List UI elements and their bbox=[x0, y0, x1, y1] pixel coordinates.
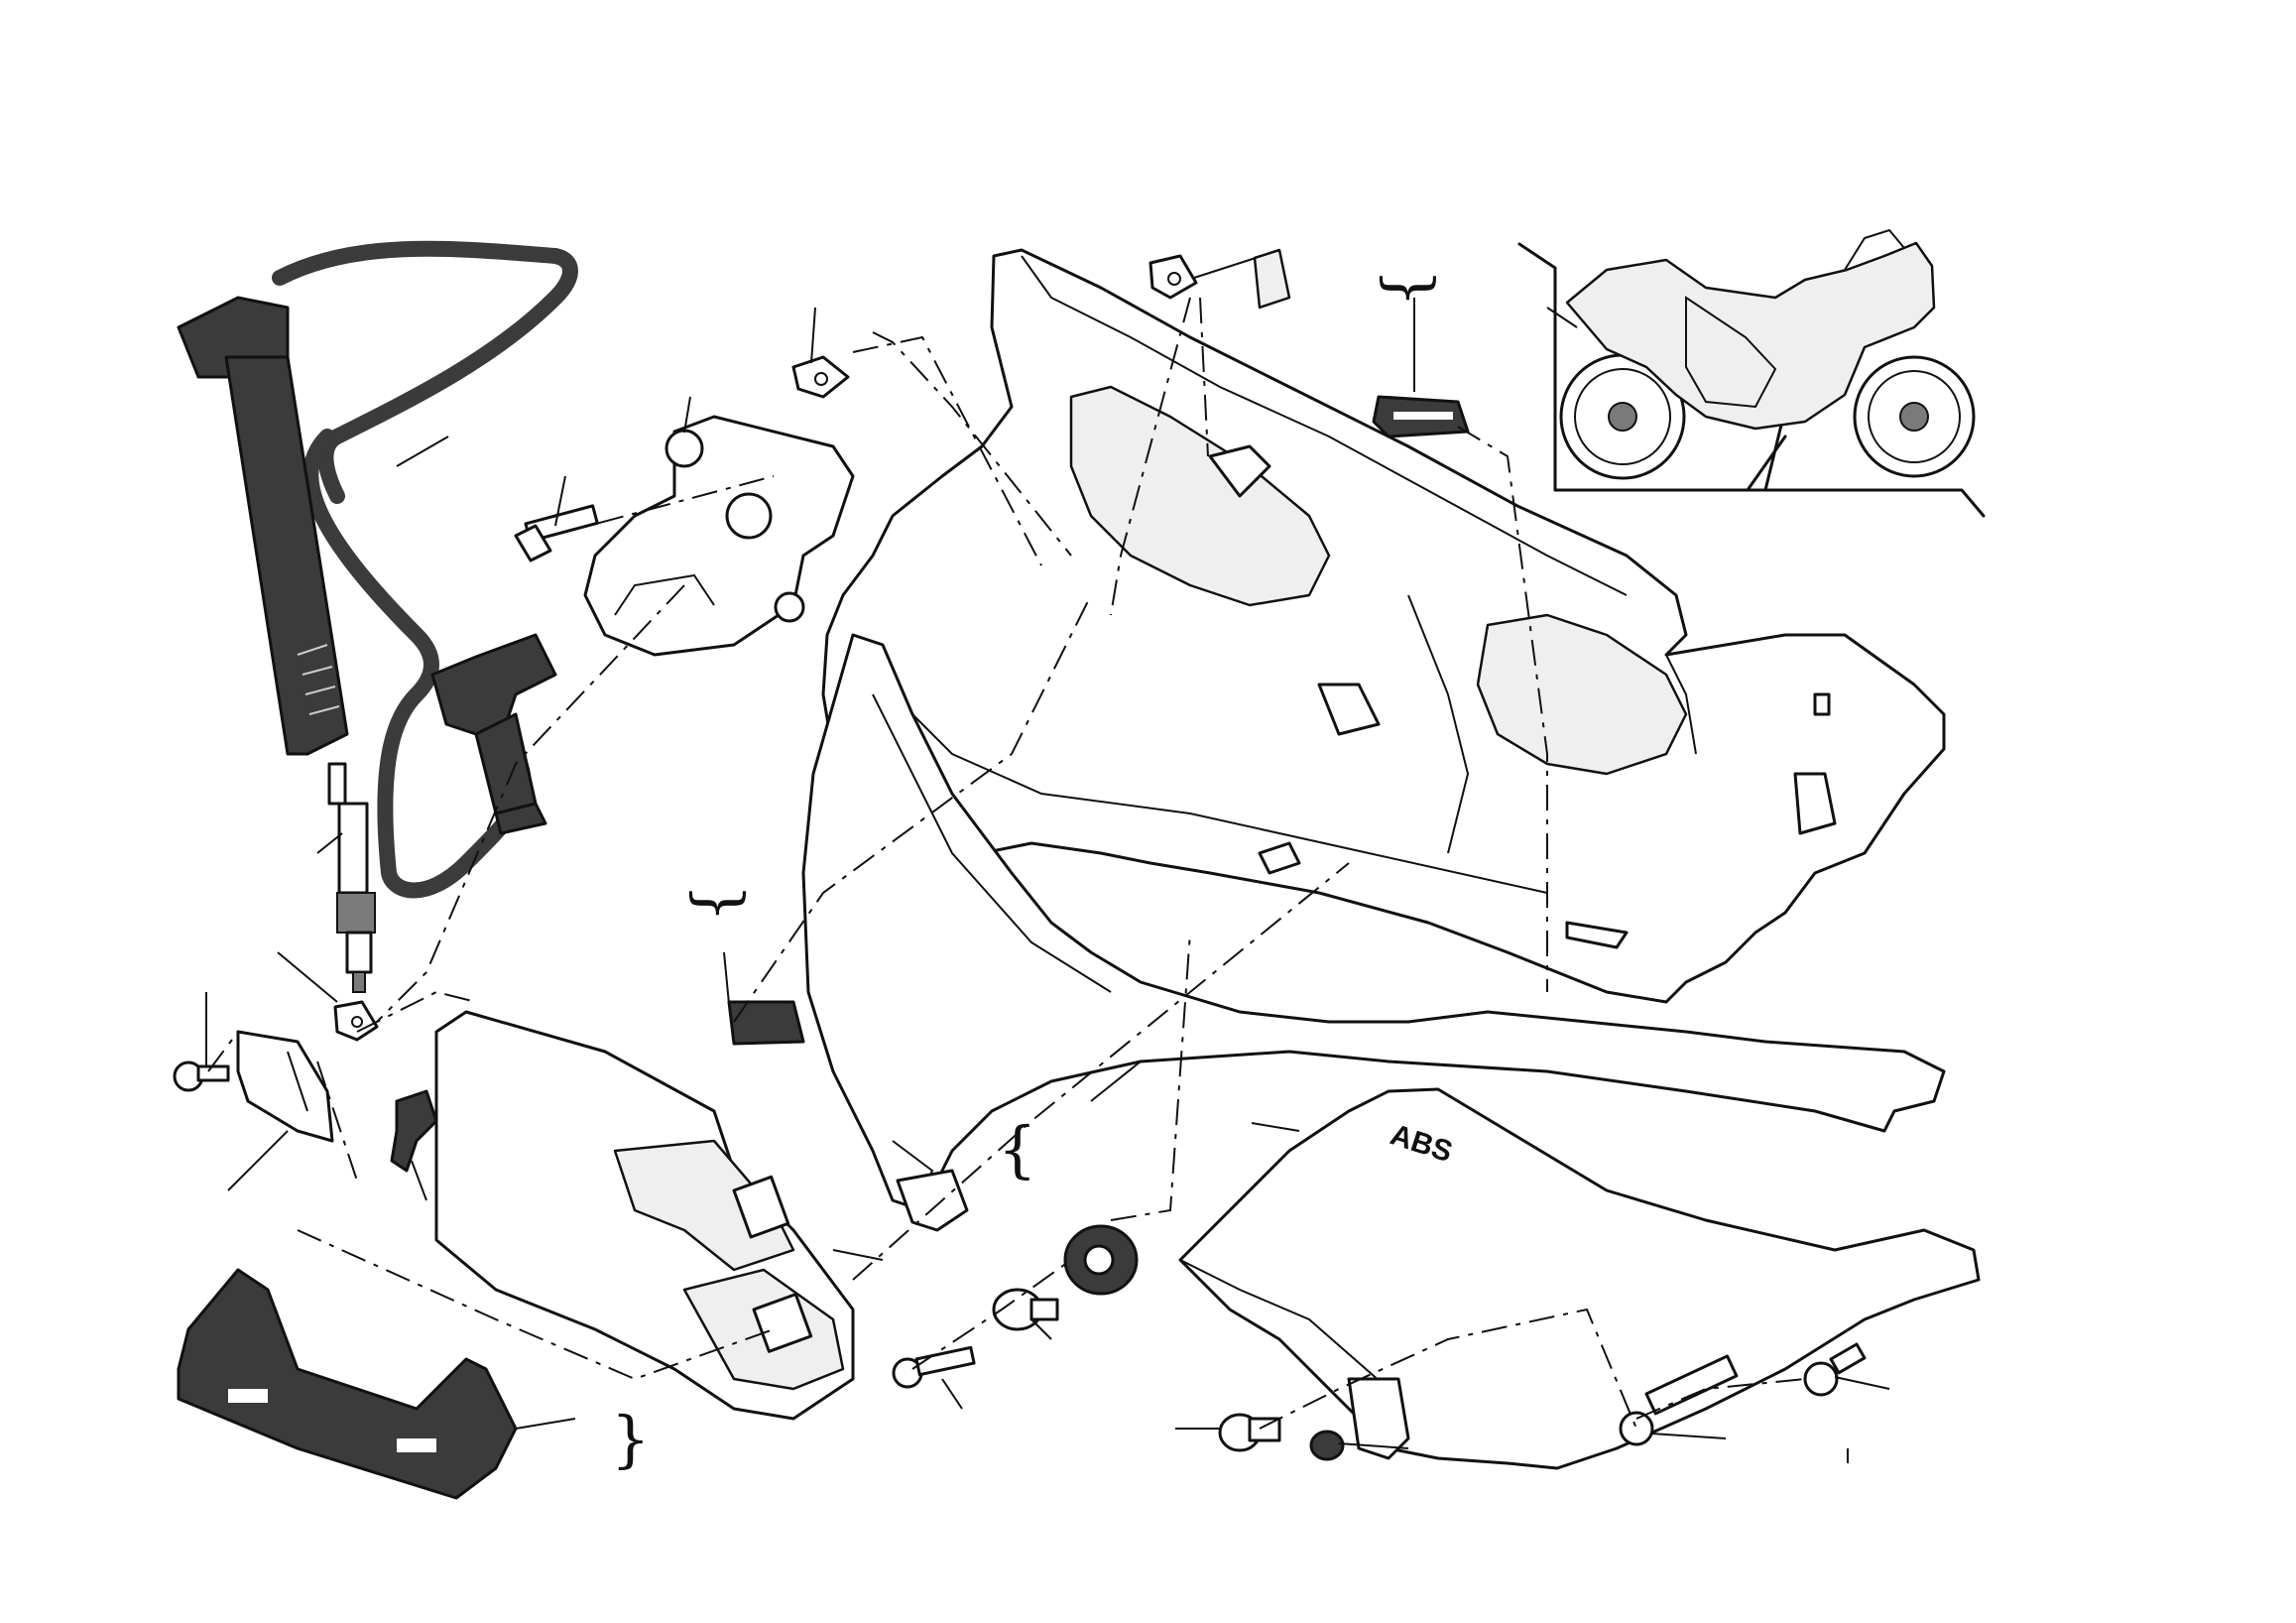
ignition-coil-lead bbox=[272, 240, 578, 899]
small-clip bbox=[390, 1089, 438, 1173]
spark-plug-cap-angled bbox=[430, 633, 557, 835]
kit-braces: { { { } bbox=[611, 269, 1441, 1475]
nut-bottom bbox=[1218, 1413, 1281, 1452]
motorcycle-body bbox=[1565, 241, 1936, 431]
assembly-lines bbox=[207, 297, 1806, 1430]
motorcycle-rear-wheel bbox=[1559, 353, 1686, 480]
brace-control-unit: } bbox=[611, 1403, 650, 1475]
fairing-tab bbox=[1253, 248, 1291, 310]
brace-rubber-mid: { bbox=[678, 884, 751, 923]
spark-plug-cap-long bbox=[177, 296, 349, 756]
leader-lines bbox=[205, 257, 1890, 1463]
control-unit bbox=[434, 1010, 855, 1421]
coil-bolt bbox=[514, 504, 599, 562]
washer-screw-right bbox=[1803, 1342, 1867, 1397]
stud-bolt bbox=[1619, 1354, 1739, 1446]
damper-rubber bbox=[1063, 1224, 1139, 1296]
speed-nut-left bbox=[333, 1000, 379, 1042]
grommet-bottom bbox=[1309, 1430, 1345, 1461]
abs-cover: ABS bbox=[1178, 1087, 1981, 1470]
brace-damper: { bbox=[998, 1113, 1036, 1186]
speed-nut-upper bbox=[791, 355, 850, 399]
control-unit-tray bbox=[177, 1268, 518, 1500]
bolt-bottom-left bbox=[892, 1345, 976, 1389]
motorcycle-front-wheel bbox=[1853, 355, 1976, 478]
spacer-washer bbox=[992, 1288, 1059, 1331]
speed-nut-top bbox=[1148, 254, 1198, 300]
headlight-fairing-support bbox=[821, 248, 1946, 1004]
ignition-coil bbox=[583, 415, 855, 657]
screw-left bbox=[173, 1061, 230, 1092]
spark-plug bbox=[327, 762, 376, 993]
side-air-duct-panel bbox=[801, 633, 1946, 1232]
rubber-block-mid bbox=[727, 1000, 805, 1046]
rubber-block-upper bbox=[1372, 395, 1470, 438]
motorcycle-inset bbox=[1517, 228, 1986, 518]
brace-rubber-upper: { bbox=[1369, 269, 1441, 308]
sensor-bracket bbox=[236, 1030, 334, 1143]
